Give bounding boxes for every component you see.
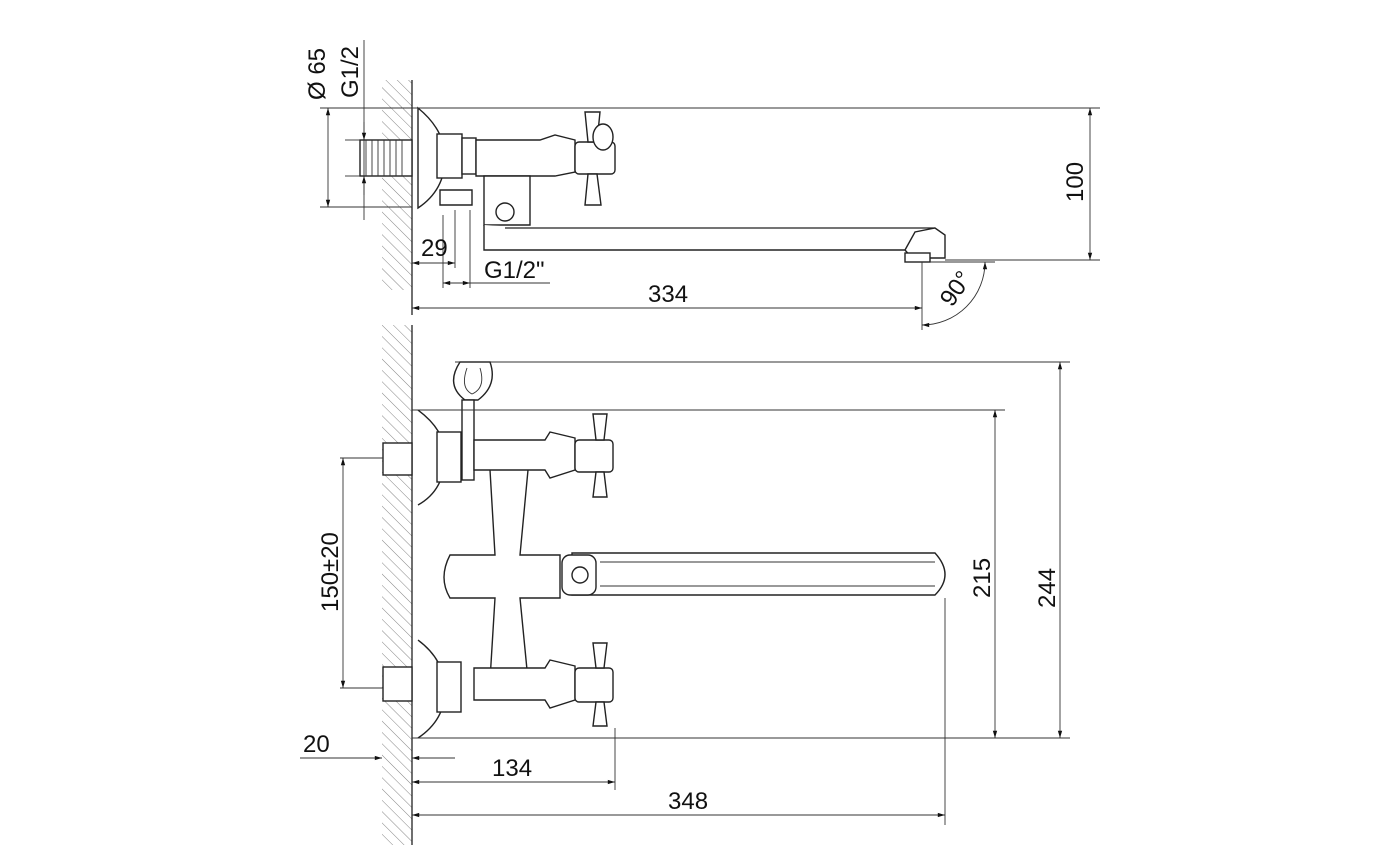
holder-rod [461,399,475,481]
lower-nut [436,661,462,713]
label-shower-thread: G1/2" [484,257,545,284]
upper-handle-bottom [592,471,608,498]
diverter-knob [495,202,515,222]
label-body-height: 215 [969,558,996,598]
mixer-body [443,461,561,691]
label-swivel-angle: 90° [935,266,978,311]
upper-thread [382,442,413,476]
label-height: 100 [1062,162,1089,202]
aerator [904,252,931,263]
label-flange-diameter: Ø 65 [304,48,331,100]
label-handle-depth: 134 [492,755,532,782]
label-inlet-spacing: 150±20 [317,532,344,612]
spout [483,225,946,259]
label-inlet-thread: G1/2 [337,46,364,98]
spout-top-view [571,552,946,596]
wall-hatch-bottom [382,325,412,845]
lower-thread [382,666,413,702]
label-spout-reach: 334 [648,281,688,308]
upper-nut [436,431,462,483]
lower-handle-hub [574,667,614,703]
collar [461,137,477,175]
inlet-thread [359,139,413,177]
label-shower-offset: 29 [421,235,448,262]
label-spout-length: 348 [668,788,708,815]
lower-handle-bottom [592,701,608,727]
dim-arc-angle [921,261,988,328]
label-wall-thickness: 20 [303,731,330,758]
valve-body [475,134,576,177]
upper-handle-hub [574,439,614,473]
side-view: Ø 65 G1/2 100 29 G1/2" 334 90° [304,40,1100,330]
handle-knob [592,123,614,151]
shower-outlet [439,189,473,206]
nut [436,133,463,179]
shower-holder [452,361,493,401]
lower-handle-top [592,642,608,669]
upper-handle-top [592,413,608,441]
handle-arm-bottom [584,173,602,206]
front-view: 215 244 150±20 20 134 348 [300,325,1070,845]
wall-hatch-top [382,80,412,290]
label-total-height: 244 [1034,568,1061,608]
